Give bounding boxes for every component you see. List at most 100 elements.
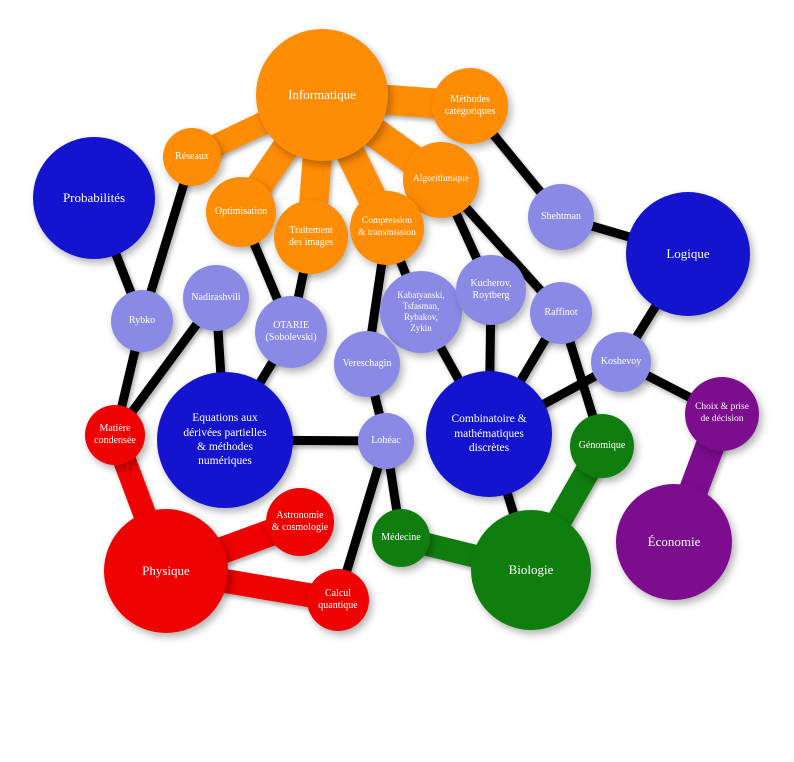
node-label: Koshevoy (601, 356, 642, 369)
node-label-line: Physique (142, 562, 190, 578)
node-combinatoire: Combinatoire &mathématiques discrètes (426, 371, 552, 497)
node-label-line: Roytberg (472, 290, 510, 301)
node-label: Optimisation (215, 206, 267, 219)
node-otarie: OTARIE(Sobolevski) (255, 296, 327, 368)
node-label-line: Shehtman (541, 210, 581, 222)
node-label-line: catégoriques (444, 106, 496, 117)
node-label: Nadirashvili (191, 292, 240, 305)
node-genomique: Génomique (570, 414, 634, 478)
node-koshevoy: Koshevoy (591, 332, 651, 392)
node-astronomie: Astronomie& cosmologie (266, 488, 334, 556)
node-physique: Physique (104, 509, 228, 633)
node-label-line: Nadirashvili (191, 291, 241, 303)
node-label: Réseaux (175, 151, 209, 164)
node-label-line: discrètes (468, 442, 510, 455)
node-label-line: Lohéac (371, 434, 401, 446)
node-label-line: Astronomie (276, 509, 324, 521)
node-biologie: Biologie (471, 510, 591, 630)
node-medecine: Médecine (372, 509, 430, 567)
node-label-line: Matière (99, 422, 131, 434)
node-label-line: Kucherov, (470, 277, 512, 289)
node-label: Rybko (129, 315, 155, 328)
node-label-line: Logique (666, 245, 710, 261)
node-label-line: Equations aux (192, 412, 258, 425)
node-label-line: Médecine (381, 531, 421, 543)
node-label-line: Probabilités (62, 189, 126, 205)
node-label-line: Biologie (508, 561, 554, 577)
node-rybko: Rybko (111, 290, 173, 352)
node-label: Raffinot (544, 307, 577, 320)
node-label-line: Rybko (128, 314, 156, 326)
node-label: Shehtman (541, 211, 581, 224)
node-label-line: Réseaux (175, 150, 209, 162)
node-label-line: Vereschagin (342, 357, 392, 369)
node-kucherov: Kucherov,Roytberg (456, 255, 526, 325)
node-label-line: de décision (700, 414, 744, 424)
node-raffinot: Raffinot (530, 282, 592, 344)
node-label-line: Génomique (578, 439, 626, 451)
node-reseaux: Réseaux (163, 128, 221, 186)
node-label-line: Informatique (288, 86, 356, 102)
node-optimisation: Optimisation (206, 177, 276, 247)
node-probabilites: Probabilités (33, 137, 155, 259)
node-label: Astronomie& cosmologie (272, 510, 328, 535)
node-loheac: Lohéac (358, 413, 414, 469)
node-label: Vereschagin (343, 358, 392, 371)
node-label-line: mathématiques (454, 427, 524, 440)
node-label-line: Tsfasman, (402, 300, 440, 311)
node-label: Génomique (579, 440, 626, 453)
node-label-line: & transmission (358, 228, 416, 238)
node-compression: Compression& transmission (350, 191, 424, 265)
node-logique: Logique (626, 192, 750, 316)
node-label: Informatique (288, 87, 356, 103)
node-label-line: Économie (647, 533, 701, 549)
node-label-line: & cosmologie (271, 522, 329, 533)
node-nadirashvili: Nadirashvili (183, 265, 249, 331)
node-label-line: Compression (361, 216, 413, 227)
node-label-line: dérivées partielles (183, 426, 267, 439)
node-label-line: quantique (318, 600, 358, 611)
node-label: Algorithmique (413, 174, 469, 186)
node-vereschagin: Vereschagin (334, 331, 400, 397)
node-label-line: (Sobolevski) (265, 332, 317, 343)
node-label: Logique (666, 246, 709, 262)
node-label: Biologie (509, 562, 554, 578)
node-label-line: Optimisation (214, 205, 268, 217)
node-label-line: Koshevoy (600, 355, 642, 367)
node-label-line: Raffinot (544, 306, 578, 318)
node-label-line: Combinatoire & (451, 413, 527, 426)
node-kabatyanski: Kabatyanski,Tsfasman,Rybakov,Zykin (380, 271, 462, 353)
node-label-line: numériques (198, 455, 252, 468)
node-label: Compression& transmission (358, 216, 416, 240)
node-label: OTARIE(Sobolevski) (265, 320, 316, 345)
node-label-line: Calcul (324, 587, 352, 599)
node-economie: Économie (616, 484, 732, 600)
node-label-line: Algorithmique (413, 174, 469, 185)
node-informatique: Informatique (256, 29, 388, 161)
node-label-line: condensée (94, 435, 136, 446)
node-label: Économie (648, 534, 701, 550)
node-label: Médecine (381, 532, 420, 545)
node-label-line: OTARIE (273, 319, 309, 331)
node-label: Probabilités (63, 190, 125, 206)
node-label: Combinatoire &mathématiques discrètes (451, 412, 526, 455)
node-label: Physique (142, 563, 190, 579)
node-label: Lohéac (371, 435, 400, 448)
node-label: Kucherov,Roytberg (470, 278, 511, 303)
node-label-line: Choix & prise (695, 402, 749, 413)
node-label-line: Méthodes (450, 93, 490, 105)
node-label-line: des images (288, 237, 334, 248)
